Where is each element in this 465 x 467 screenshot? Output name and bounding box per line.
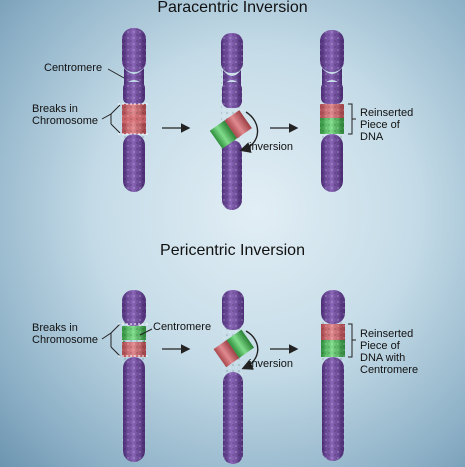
- reinserted-line-2: Piece of: [360, 119, 400, 131]
- reinserted-line-3: DNA with: [360, 352, 406, 364]
- breaks-line-2: Chromosome: [32, 334, 99, 346]
- pericentric-breaks-bracket: [101, 323, 121, 357]
- paracentric-reinserted-label: Reinserted Piece of DNA: [360, 107, 413, 143]
- breaks-line-1: Breaks in: [32, 322, 78, 334]
- reinserted-line-3: DNA: [360, 131, 384, 143]
- pericentric-centromere-pointer: [139, 328, 153, 336]
- paracentric-result-chromosome: [320, 30, 344, 192]
- pericentric-centromere-label: Centromere: [153, 321, 212, 333]
- reinserted-line-4: Centromere: [360, 364, 419, 376]
- pericentric-breaks-label: Breaks in Chromosome: [32, 322, 98, 346]
- paracentric-title: Paracentric Inversion: [157, 0, 308, 16]
- breaks-bracket: [101, 104, 121, 134]
- pericentric-reinserted-bracket: [348, 323, 356, 358]
- paracentric-inversion-label: inversion: [249, 141, 294, 153]
- paracentric-original-chromosome: [122, 28, 146, 192]
- reinserted-line-2: Piece of: [360, 340, 400, 352]
- reinserted-bracket: [348, 103, 356, 135]
- paracentric-centromere-label: Centromere: [44, 62, 103, 74]
- breaks-line-2: Chromosome: [32, 115, 99, 127]
- breaks-line-1: Breaks in: [32, 103, 78, 115]
- pericentric-reinserted-label: Reinserted Piece of DNA with Centromere: [360, 328, 418, 376]
- pericentric-result-chromosome: [321, 290, 345, 461]
- pericentric-inversion-label: inversion: [249, 358, 294, 370]
- pericentric-broken-chromosome: [213, 290, 259, 464]
- centromere-pointer: [107, 68, 125, 79]
- reinserted-line-1: Reinserted: [360, 107, 414, 119]
- reinserted-line-1: Reinserted: [360, 328, 414, 340]
- paracentric-broken-chromosome: [209, 33, 259, 210]
- pericentric-original-chromosome: [122, 290, 146, 462]
- paracentric-breaks-label: Breaks in Chromosome: [32, 103, 98, 127]
- pericentric-title: Pericentric Inversion: [160, 242, 305, 259]
